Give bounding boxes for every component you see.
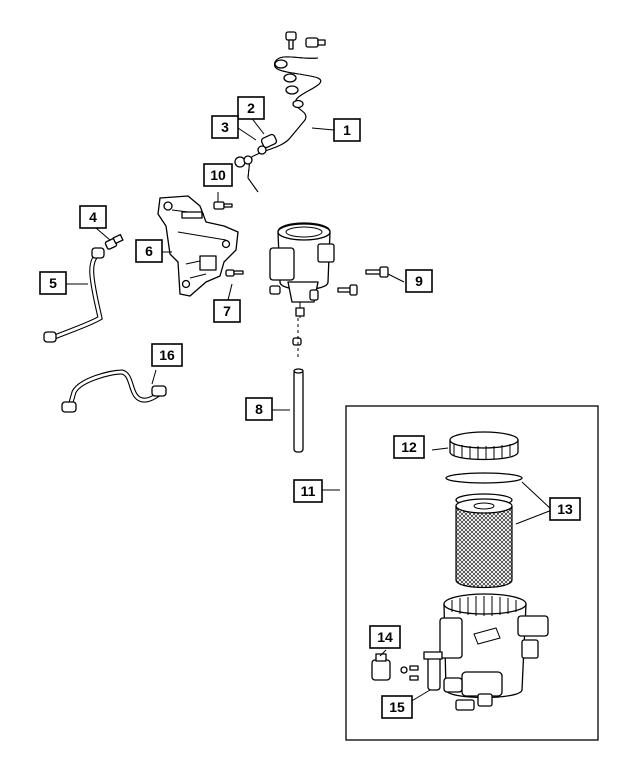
filter-cap-part [449,431,519,461]
callout-9-label: 9 [415,273,423,289]
callout-7-label: 7 [223,303,231,319]
callout-16-label: 16 [159,347,175,363]
callout-7[interactable]: 7 [213,299,241,323]
fuel-filter-housing [269,222,335,318]
callout-8-label: 8 [255,401,263,417]
fuel-line-part [234,56,322,193]
callout-6[interactable]: 6 [135,239,163,263]
o-ring-part [445,472,523,484]
callout-11-label: 11 [301,483,316,499]
callout-12[interactable]: 12 [393,435,425,459]
callout-3[interactable]: 3 [211,115,239,139]
leader-lines [64,115,553,703]
inset-frame [345,405,599,741]
callout-13[interactable]: 13 [549,497,581,521]
callout-11[interactable]: 11 [293,479,323,503]
filter-base-housing [439,593,549,707]
callout-14[interactable]: 14 [369,625,401,649]
callout-15[interactable]: 15 [381,695,413,719]
bolt-part-10 [213,201,233,210]
fuel-tube-part-5 [43,247,105,343]
callout-10-label: 10 [210,167,226,183]
callout-9[interactable]: 9 [405,269,433,293]
callout-12-label: 12 [401,439,417,455]
fitting-part-4 [104,233,124,250]
callout-5[interactable]: 5 [39,271,67,295]
fuel-tube-part-16 [61,369,167,413]
mounting-bracket-part [157,195,239,297]
drain-fitting [292,337,302,346]
callout-1[interactable]: 1 [333,118,361,142]
callout-3-label: 3 [221,119,229,135]
callout-4-label: 4 [89,209,97,225]
callout-13-label: 13 [557,501,573,517]
filter-element-part [455,493,513,589]
bolt-part-9 [337,266,389,296]
callout-15-label: 15 [389,699,405,715]
standpipe-part-8 [293,318,304,453]
callout-16[interactable]: 16 [151,343,183,367]
callout-5-label: 5 [49,275,57,291]
banjo-fitting-part [257,133,278,155]
callout-10[interactable]: 10 [203,163,233,187]
callout-1-label: 1 [343,122,351,138]
callout-6-label: 6 [145,243,153,259]
callout-2[interactable]: 2 [237,96,265,120]
callout-4[interactable]: 4 [79,205,107,229]
sensor-part-14 [371,653,419,681]
callout-8[interactable]: 8 [245,397,273,421]
callout-14-label: 14 [377,629,393,645]
heater-part-15 [423,651,475,711]
callout-2-label: 2 [247,100,255,116]
banjo-bolt-top [285,31,326,50]
bolt-part-7 [225,269,244,277]
